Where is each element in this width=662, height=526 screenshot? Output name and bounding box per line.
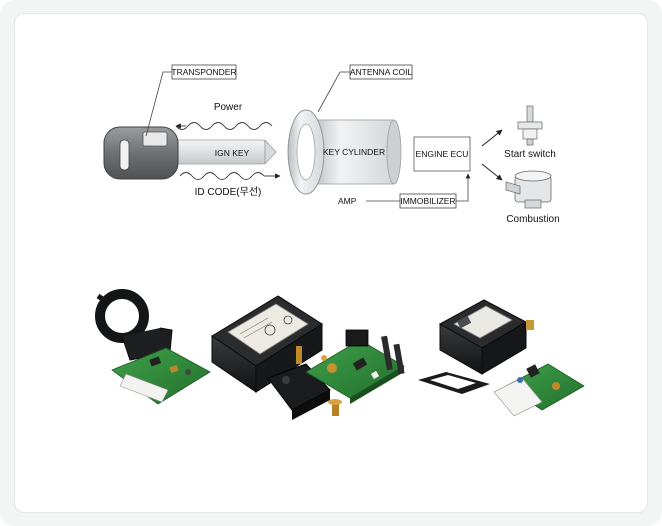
key-icon [103,126,277,180]
connector-pcb [493,363,585,417]
id-code-wave: ID CODE(무선) [179,172,281,198]
signal-path: AMP IMMOBILIZER [338,173,471,209]
key-cylinder-icon: KEY CYLINDER [287,109,402,195]
key-cylinder-label: KEY CYLINDER [323,147,385,157]
arrow-to-start [481,129,503,147]
combustion-label: Combustion [506,214,559,225]
combustion-icon: Combustion [505,170,560,225]
power-label: Power [214,102,243,113]
amp-label: AMP [338,196,357,206]
start-switch-icon: Start switch [504,105,556,160]
control-pcb [305,329,405,404]
antenna-amp-pcb [111,347,211,405]
arrow-to-combustion [481,163,503,181]
engine-ecu-label: ENGINE ECU [416,149,469,159]
transponder-label: TRANSPONDER [171,67,236,77]
receiver-module [438,299,534,375]
power-wave: Power [175,102,273,130]
brass-terminals [296,346,342,416]
id-code-label: ID CODE(무선) [195,186,262,198]
antenna-coil-label: ANTENNA COIL [350,67,413,77]
immobilizer-module [211,295,323,393]
content-panel [14,13,648,513]
engine-ecu-box: ENGINE ECU [413,136,471,172]
immobilizer-label: IMMOBILIZER [400,196,455,206]
ign-key-label: IGN KEY [215,148,250,158]
start-switch-label: Start switch [504,149,556,160]
transponder-callout: TRANSPONDER [145,64,237,137]
gasket-frame [418,372,490,394]
antenna-coil-callout: ANTENNA COIL [317,64,413,113]
